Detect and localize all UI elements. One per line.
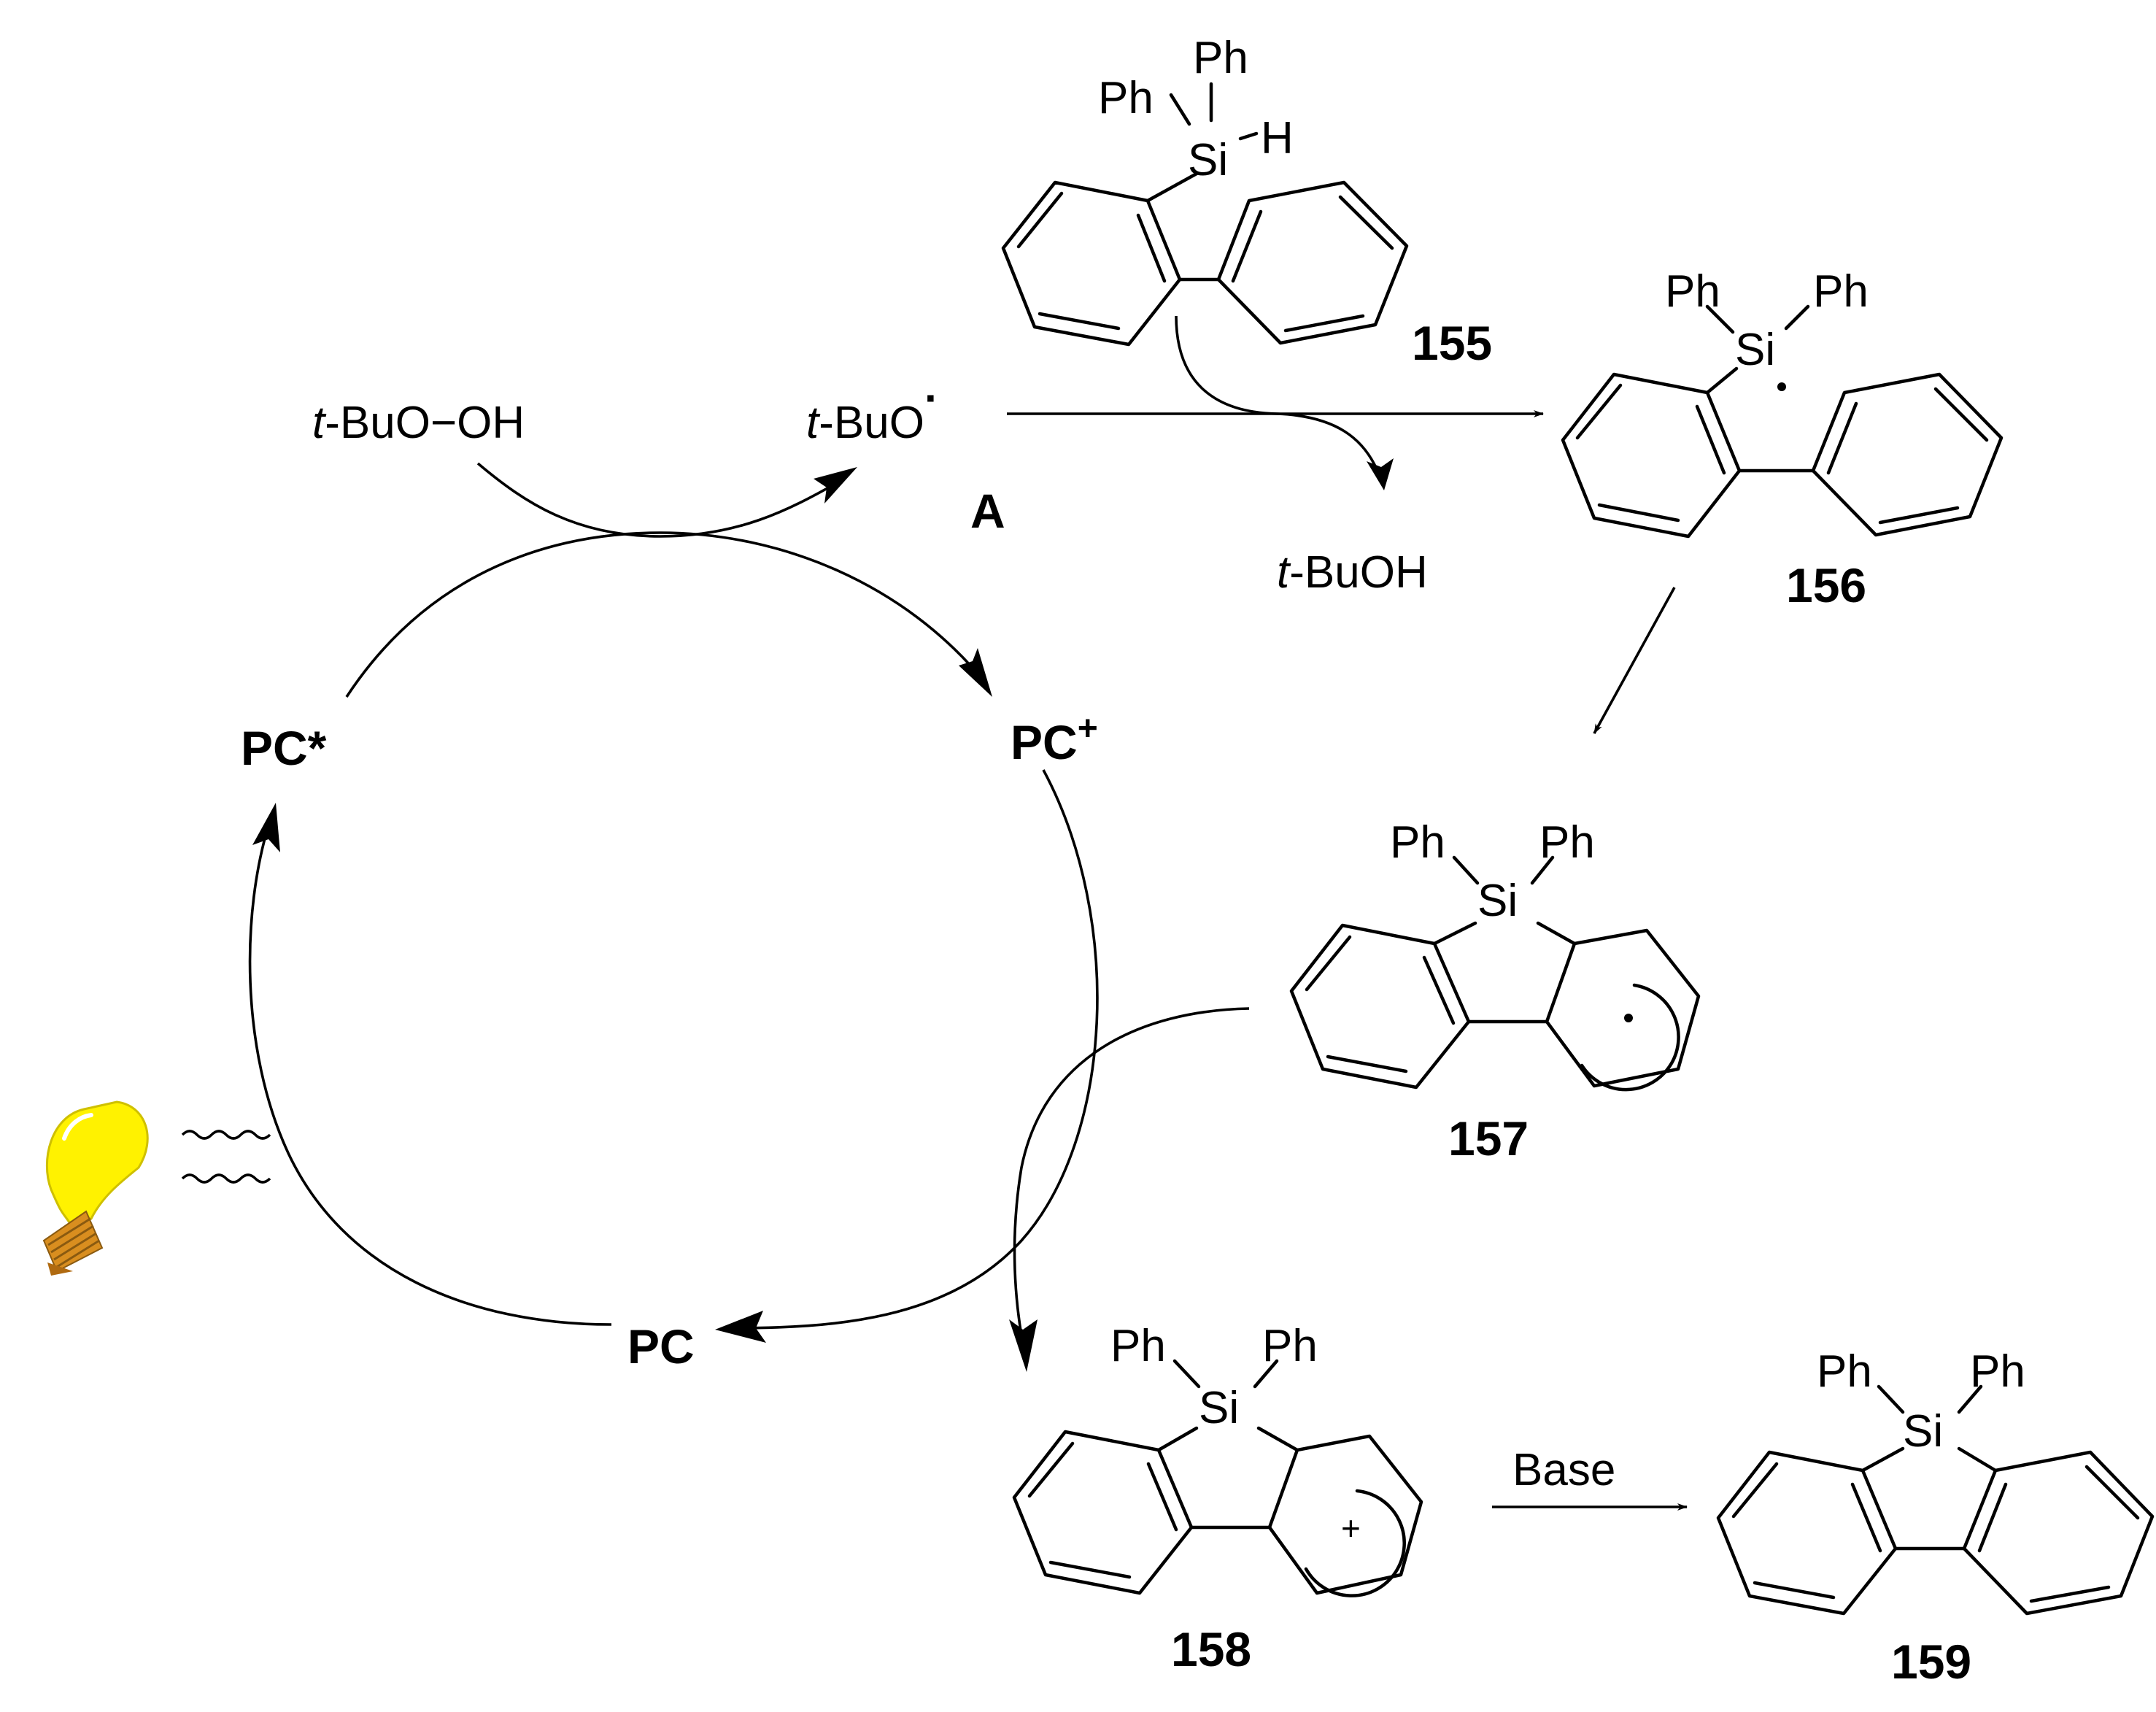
pc-plus-label: PC+ bbox=[1011, 709, 1098, 769]
c158-ph1: Ph bbox=[1110, 1321, 1166, 1371]
c155-ph2: Ph bbox=[1193, 33, 1248, 83]
c155-si: Si bbox=[1188, 135, 1228, 185]
c159-number: 159 bbox=[1891, 1635, 1971, 1689]
c158-ph2: Ph bbox=[1262, 1321, 1318, 1371]
c157-ph2: Ph bbox=[1539, 817, 1595, 868]
c158-delocalization-arc bbox=[1304, 1489, 1406, 1597]
bulb-base bbox=[42, 1210, 104, 1276]
cyclization-arrow bbox=[1593, 587, 1676, 734]
c156-ph1: Ph bbox=[1665, 266, 1720, 317]
c155-h: H bbox=[1261, 113, 1294, 163]
cycle-arrowhead-pc bbox=[715, 1311, 766, 1343]
c159-si: Si bbox=[1903, 1406, 1943, 1457]
tbuoh-label: t-BuOH bbox=[1277, 547, 1428, 598]
c156-si: Si bbox=[1735, 325, 1775, 375]
peroxide-to-radical-arrow bbox=[476, 462, 840, 538]
pc-label: PC bbox=[627, 1319, 695, 1373]
compound-158: + Si Ph Ph 158 bbox=[1012, 1321, 1423, 1676]
tbuo-radical-label: t-BuO· bbox=[806, 374, 939, 448]
pc-star-label: PC* bbox=[241, 721, 327, 775]
compound-157: Si Ph Ph 157 bbox=[1289, 817, 1701, 1165]
light-bulb-icon bbox=[42, 1100, 271, 1276]
compound-159: Si Ph Ph 159 bbox=[1716, 1346, 2155, 1689]
c157-si: Si bbox=[1477, 876, 1518, 926]
c158-si: Si bbox=[1199, 1383, 1239, 1433]
oxidation-arrowhead bbox=[1009, 1319, 1038, 1372]
compound-156: Si Ph Ph 156 bbox=[1561, 266, 2004, 612]
c159-ph2: Ph bbox=[1970, 1346, 2025, 1397]
oxidation-arrow bbox=[1013, 1007, 1250, 1336]
radical-arrowhead bbox=[814, 467, 857, 504]
c158-charge: + bbox=[1341, 1509, 1361, 1547]
photocatalytic-cycle: PC* PC+ PC bbox=[241, 462, 1099, 1373]
tbuoh-arrowhead bbox=[1367, 458, 1394, 490]
c157-ph1: Ph bbox=[1390, 817, 1445, 868]
c156-radical-dot bbox=[1777, 382, 1786, 391]
c159-ph1: Ph bbox=[1817, 1346, 1872, 1397]
cycle-arrowhead-pcplus bbox=[959, 648, 992, 697]
bulb-glass bbox=[45, 1100, 149, 1224]
cycle-arrowhead-pcstar bbox=[252, 803, 280, 852]
si-h-abstraction-curve bbox=[1175, 315, 1380, 475]
c156-ph2: Ph bbox=[1813, 266, 1869, 317]
c157-radical-dot bbox=[1624, 1014, 1633, 1022]
peroxide-label: t-BuO−OH bbox=[312, 398, 525, 448]
c155-number: 155 bbox=[1412, 316, 1492, 370]
light-wave-icon bbox=[181, 1173, 271, 1184]
c157-delocalization-arc bbox=[1580, 983, 1680, 1092]
light-wave-icon bbox=[181, 1130, 271, 1140]
c156-number: 156 bbox=[1786, 558, 1866, 612]
cycle-arrow-pc-to-pcstar bbox=[248, 820, 612, 1326]
c157-number: 157 bbox=[1448, 1111, 1529, 1165]
base-label: Base bbox=[1512, 1445, 1615, 1495]
radical-tag-a: A bbox=[970, 484, 1005, 538]
cycle-arrow-pcplus-to-pc bbox=[729, 769, 1099, 1330]
cycle-arrow-pcstar-to-pcplus bbox=[345, 531, 986, 698]
c158-number: 158 bbox=[1171, 1622, 1251, 1676]
compound-155: Si Ph Ph H 155 bbox=[1001, 33, 1492, 370]
c155-ph1: Ph bbox=[1098, 73, 1154, 123]
